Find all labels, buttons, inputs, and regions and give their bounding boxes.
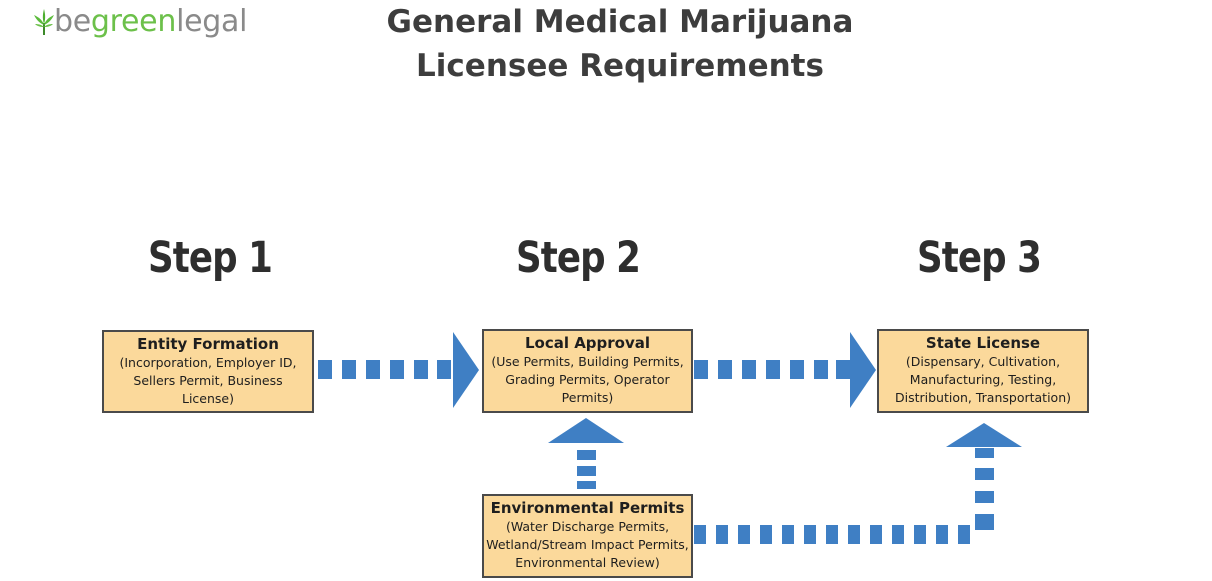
arrow-entity-to-local — [318, 332, 479, 408]
state-license-title: State License — [925, 334, 1041, 352]
arrow-local-to-state — [694, 332, 876, 408]
local-approval-title: Local Approval — [524, 334, 651, 352]
page-title: General Medical Marijuana Licensee Requi… — [305, 0, 935, 88]
logo: begreenlegal — [32, 2, 247, 42]
leaf-icon — [34, 9, 54, 35]
arrow-environmental-to-state — [694, 423, 1022, 544]
entity-formation-desc: (Incorporation, Employer ID, Sellers Per… — [119, 355, 297, 406]
arrow-environmental-to-local — [548, 418, 624, 489]
environmental-permits-box: Environmental Permits (Water Discharge P… — [482, 494, 693, 578]
state-license-desc: (Dispensary, Cultivation, Manufacturing,… — [894, 354, 1071, 405]
local-approval-box: Local Approval (Use Permits, Building Pe… — [482, 329, 693, 413]
entity-formation-box: Entity Formation (Incorporation, Employe… — [102, 330, 314, 413]
state-license-box: State License (Dispensary, Cultivation, … — [877, 329, 1089, 413]
entity-formation-title: Entity Formation — [137, 335, 279, 353]
title-line-1: General Medical Marijuana — [386, 4, 854, 40]
title-line-2: Licensee Requirements — [416, 48, 824, 84]
environmental-permits-desc: (Water Discharge Permits, Wetland/Stream… — [486, 519, 689, 570]
environmental-permits-title: Environmental Permits — [490, 499, 685, 517]
logo-text: begreenlegal — [54, 4, 248, 39]
local-approval-desc: (Use Permits, Building Permits, Grading … — [491, 354, 684, 405]
step-2-heading: Step 2 — [516, 233, 641, 283]
step-1-heading: Step 1 — [148, 233, 273, 283]
step-3-heading: Step 3 — [917, 233, 1042, 283]
